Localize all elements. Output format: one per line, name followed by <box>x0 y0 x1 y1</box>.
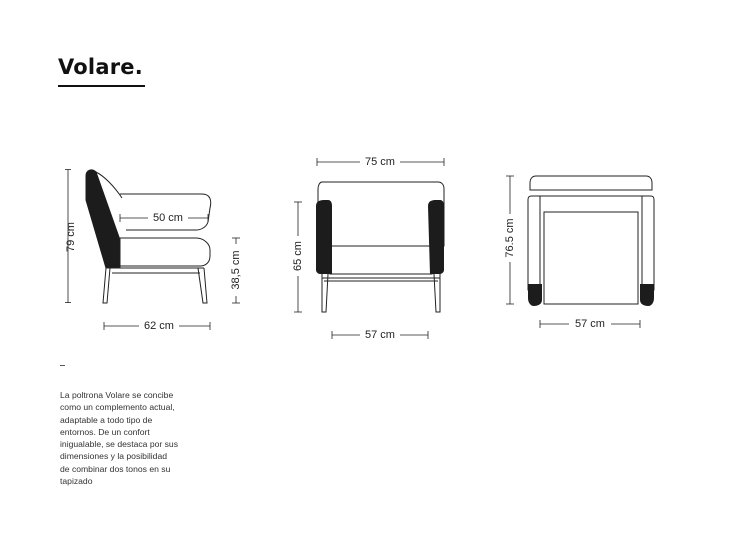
front-right-leg <box>433 273 441 313</box>
front-seat <box>329 245 433 275</box>
description-line: inigualable, se destaca por sus <box>60 439 179 450</box>
description-line: entornos. De un confort <box>60 426 150 437</box>
side-view-chair <box>85 169 212 304</box>
side-height-label: 79 cm <box>65 222 77 252</box>
side-front-leg <box>197 267 208 304</box>
page-title: Volare. <box>58 55 143 79</box>
separator-dash <box>60 365 65 366</box>
top-seat <box>543 211 639 305</box>
description-line: dimensiones y la posibilidad <box>60 451 168 462</box>
front-left-arm <box>316 200 332 274</box>
front-left-leg <box>321 273 329 313</box>
side-armrest <box>120 193 212 231</box>
product-description: La poltrona Volare se concibe como un co… <box>60 389 210 487</box>
front-view-chair <box>317 181 445 313</box>
front-backrest <box>317 181 445 247</box>
description-line: tapizado <box>60 476 93 487</box>
description-line: de combinar dos tonos en su <box>60 463 171 474</box>
side-seat-height-label: 38,5 cm <box>230 250 242 289</box>
top-view-chair <box>527 175 655 305</box>
front-arm-height-label: 65 cm <box>292 241 304 271</box>
top-depth-label: 76.5 cm <box>504 218 516 257</box>
side-seat <box>118 237 211 267</box>
front-right-arm <box>428 200 444 274</box>
description-line: La poltrona Volare se concibe <box>60 390 174 400</box>
side-back-leg <box>102 267 111 304</box>
top-right-arm-front <box>640 284 654 306</box>
description-line: como un complemento actual, <box>60 402 175 413</box>
side-seat-depth-label: 50 cm <box>153 212 183 224</box>
top-left-arm-front <box>528 284 542 306</box>
description-line: adaptable a todo tipo de <box>60 414 153 425</box>
top-inner-width-label: 57 cm <box>575 318 605 330</box>
front-width-label: 75 cm <box>365 156 395 168</box>
side-backrest <box>85 169 121 269</box>
top-backrest <box>529 175 653 191</box>
title-underline <box>58 85 145 87</box>
front-inner-width-label: 57 cm <box>365 329 395 341</box>
side-depth-label: 62 cm <box>144 320 174 332</box>
